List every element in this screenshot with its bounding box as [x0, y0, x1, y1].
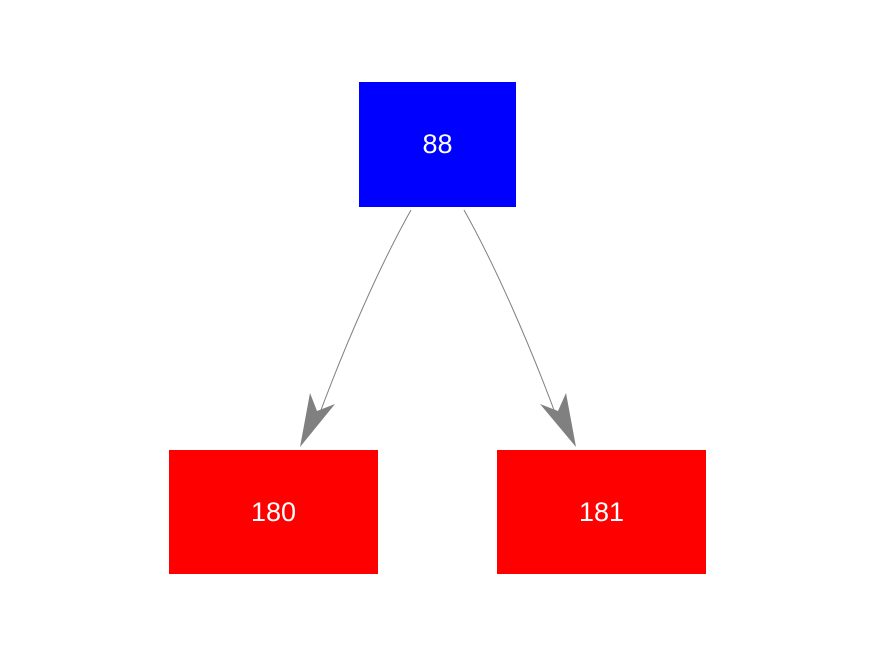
node-180: 180 [169, 450, 378, 574]
edge-line [463, 209, 558, 419]
node-88: 88 [359, 82, 516, 207]
node-181: 181 [497, 450, 706, 574]
edge-88-to-181 [463, 209, 576, 447]
node-label: 180 [250, 496, 297, 527]
arrowhead-icon [540, 393, 576, 447]
arrowhead-icon [300, 393, 335, 447]
node-label: 181 [578, 496, 625, 527]
edge-line [317, 209, 412, 419]
edge-88-to-180 [300, 209, 412, 447]
node-label: 88 [422, 129, 453, 159]
